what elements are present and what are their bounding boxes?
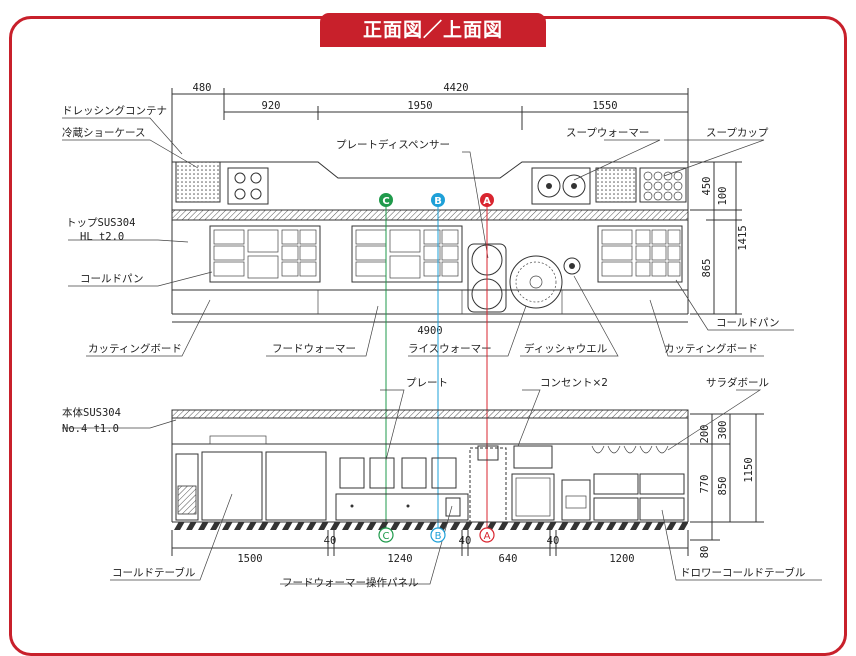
rice-warmer-front bbox=[511, 445, 555, 521]
dim-770: 770 bbox=[699, 475, 711, 494]
marker-a-bottom bbox=[479, 527, 495, 543]
cold-pan-right-unit bbox=[597, 225, 683, 283]
plate-dispenser-front bbox=[469, 445, 507, 523]
dim-1550: 1550 bbox=[592, 100, 617, 112]
marker-c-top-label: C bbox=[382, 196, 389, 207]
dim-1150: 1150 bbox=[743, 457, 755, 482]
dim-1950: 1950 bbox=[407, 100, 432, 112]
label-drawer-cold-table: ドロワーコールドテーブル bbox=[680, 566, 805, 579]
label-soup-warmer: スープウォーマー bbox=[566, 127, 649, 139]
page-title: 正面図／上面図 bbox=[362, 19, 503, 41]
marker-a-top bbox=[480, 193, 494, 207]
label-body-sus-1: 本体SUS304 bbox=[62, 406, 121, 419]
food-warmer-plan-unit bbox=[351, 225, 463, 283]
marker-c-bottom-label: C bbox=[383, 531, 390, 542]
dim-300: 300 bbox=[717, 421, 729, 440]
marker-b-bottom bbox=[430, 527, 446, 543]
dish-well-plan bbox=[563, 257, 581, 275]
section-lines bbox=[385, 206, 488, 528]
label-plate-dispenser: プレートディスペンサー bbox=[336, 138, 450, 151]
dim-640: 640 bbox=[499, 553, 518, 565]
dim-865: 865 bbox=[701, 259, 713, 278]
label-food-warmer-panel: フードウォーマー操作パネル bbox=[282, 576, 419, 589]
label-top-sus-1: トップSUS304 bbox=[66, 217, 135, 229]
dim-1200: 1200 bbox=[609, 553, 634, 565]
marker-c-top bbox=[379, 193, 393, 207]
label-soup-cup: スープカップ bbox=[706, 127, 769, 139]
dim-40-b: 40 bbox=[459, 535, 472, 547]
marker-c-bottom bbox=[378, 527, 394, 543]
marker-b-top bbox=[431, 193, 445, 207]
drawer-cold-table-unit bbox=[561, 445, 685, 521]
cold-pan-left-unit bbox=[209, 225, 321, 283]
dim-4900: 4900 bbox=[417, 325, 442, 337]
dim-850: 850 bbox=[717, 477, 729, 496]
marker-b-top-label: B bbox=[434, 196, 442, 207]
dim-200: 200 bbox=[699, 425, 711, 444]
soup-warmer-box bbox=[531, 167, 591, 205]
front-right-dimensions: 200 300 770 850 1150 80 bbox=[690, 413, 764, 559]
soup-cup-box-a bbox=[595, 167, 637, 203]
section-markers: C B A C B A bbox=[378, 193, 495, 543]
label-body-sus-2: No.4 t1.0 bbox=[62, 423, 119, 435]
cold-table-unit bbox=[175, 435, 327, 521]
front-view: 200 300 770 850 1150 80 1500 40 1 bbox=[62, 376, 822, 589]
label-cutting-board-left: カッティングボード bbox=[88, 342, 182, 355]
soup-cup-box-b bbox=[639, 167, 687, 203]
dim-1415: 1415 bbox=[737, 225, 749, 250]
dim-920: 920 bbox=[262, 100, 281, 112]
plan-view: 480 4420 920 1950 1550 bbox=[62, 82, 794, 357]
dim-480: 480 bbox=[193, 82, 212, 94]
marker-a-top-label: A bbox=[483, 196, 491, 207]
dressing-container-box bbox=[227, 167, 269, 205]
plan-top-dimensions: 480 4420 920 1950 1550 bbox=[171, 82, 689, 170]
dim-40-c: 40 bbox=[547, 535, 560, 547]
label-cold-showcase: 冷蔵ショーケース bbox=[62, 126, 145, 139]
cold-showcase-box bbox=[175, 161, 221, 203]
dim-100: 100 bbox=[717, 187, 729, 206]
title-tab: 正面図／上面図 bbox=[320, 13, 546, 47]
label-rice-warmer: ライスウォーマー bbox=[408, 343, 492, 355]
drawing-page: 正面図／上面図 480 4420 bbox=[9, 13, 847, 656]
dim-450: 450 bbox=[701, 177, 713, 196]
label-cold-table: コールドテーブル bbox=[112, 566, 195, 579]
plan-counter-outline bbox=[171, 161, 689, 315]
technical-drawing: 480 4420 920 1950 1550 bbox=[62, 82, 822, 589]
label-dish-well: ディッシャウエル bbox=[524, 342, 607, 355]
dim-40-a: 40 bbox=[324, 535, 337, 547]
dim-4420: 4420 bbox=[443, 82, 468, 94]
label-cold-pan-right: コールドパン bbox=[716, 317, 780, 329]
label-salad-bowl: サラダボール bbox=[706, 376, 769, 389]
marker-a-bottom-label: A bbox=[484, 531, 491, 542]
dim-80: 80 bbox=[699, 546, 711, 559]
rice-warmer-plan bbox=[509, 255, 563, 309]
dim-1500: 1500 bbox=[237, 553, 262, 565]
front-foot-strip bbox=[172, 522, 688, 530]
label-plate: プレート bbox=[406, 377, 448, 389]
food-warmer-front-unit bbox=[335, 457, 469, 521]
front-top-band bbox=[171, 409, 689, 419]
plan-leaders bbox=[62, 117, 794, 357]
marker-b-bottom-label: B bbox=[435, 531, 442, 542]
plan-right-dimensions: 450 100 1415 865 bbox=[690, 161, 749, 315]
label-food-warmer: フードウォーマー bbox=[272, 343, 356, 355]
dim-1240: 1240 bbox=[387, 553, 412, 565]
label-cutting-board-right: カッティングボード bbox=[664, 342, 758, 355]
label-top-sus-2: HL t2.0 bbox=[80, 231, 124, 243]
label-dressing-container: ドレッシングコンテナ bbox=[62, 104, 167, 117]
label-cold-pan-left: コールドパン bbox=[80, 273, 144, 285]
front-bottom-dimensions: 1500 40 1240 40 640 40 1200 bbox=[171, 530, 689, 565]
label-outlet: コンセント×2 bbox=[540, 377, 608, 389]
